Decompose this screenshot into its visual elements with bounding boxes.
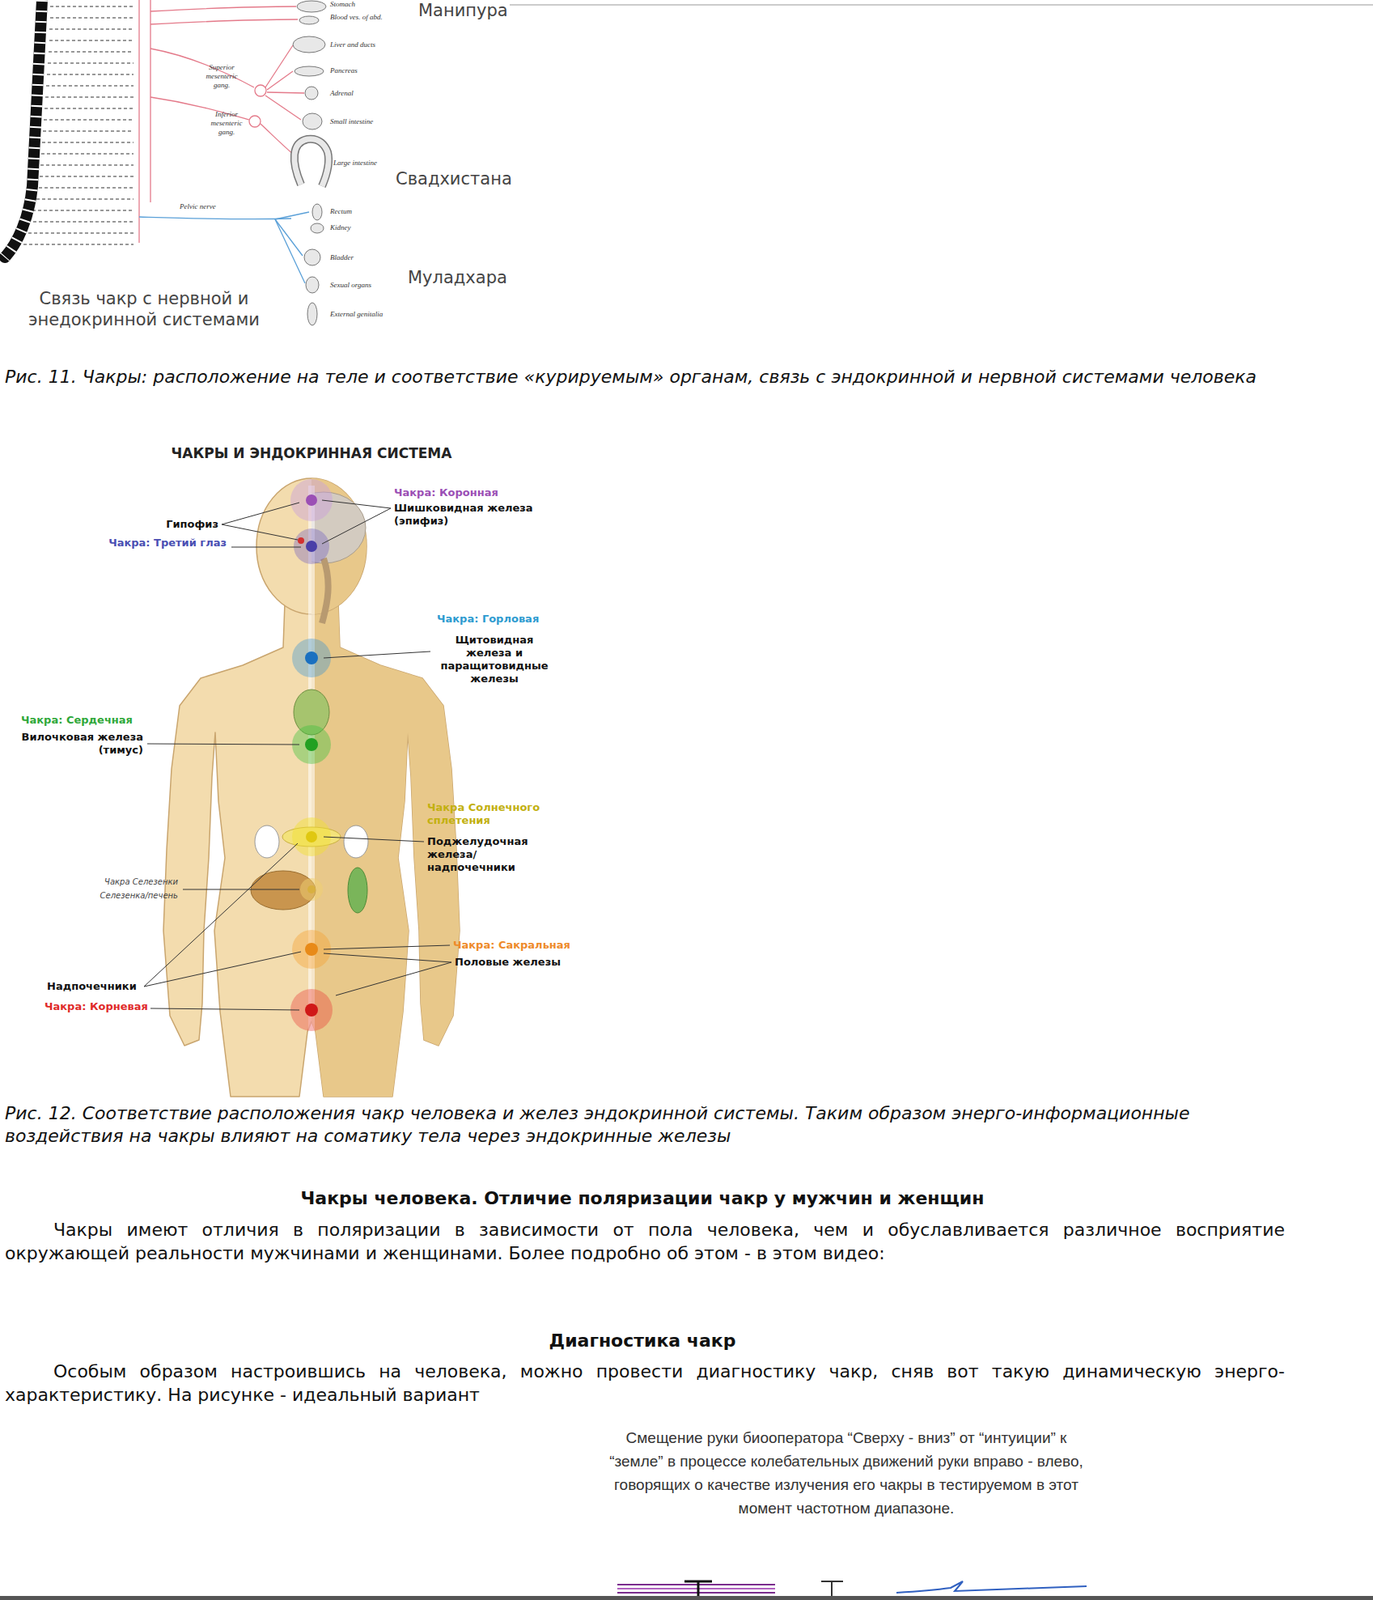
figure-caption: Рис. 11. Чакры: расположение на теле и с… — [4, 365, 1284, 389]
chakra-label: Чакра: Корневая — [44, 1000, 149, 1013]
chakra-name: Муладхара — [407, 266, 508, 289]
ganglion-label: Superior mesenteric gang. — [200, 63, 243, 90]
figure-title: ЧАКРЫ И ЭНДОКРИННАЯ СИСТЕМА — [149, 444, 474, 462]
organ-label: Rectum — [330, 207, 352, 217]
gland-label: Поджелудочная железа/надпочечники — [427, 834, 565, 874]
chakra-label: Чакра: Горловая — [436, 612, 539, 626]
chakra-label: Чакра: Сердечная — [21, 713, 133, 727]
chakra-label: Чакра: Коронная — [394, 486, 499, 500]
organ-label: Small intestine — [330, 117, 373, 127]
gland-label: Шишковидная железа (эпифиз) — [394, 501, 536, 528]
gland-label: Половые железы — [454, 955, 561, 969]
organ-label: Large intestine — [333, 158, 378, 168]
chakra-label: Чакра: Сакральная — [453, 938, 571, 952]
nerve-label: Pelvic nerve — [179, 202, 217, 212]
organ-label: Pancreas — [330, 66, 358, 76]
leader-lines — [144, 500, 452, 1010]
organ-label: Blood ves. of abd. — [330, 12, 383, 22]
organ-label: Bladder — [330, 253, 354, 263]
organ-label: External genitalia — [330, 309, 383, 319]
organ-label: Stomach — [330, 0, 356, 9]
organ-label: Kidney — [330, 223, 352, 233]
section-heading: Диагностика чакр — [0, 1329, 1285, 1352]
chart-note: Смещение руки биооператора “Сверху - вни… — [598, 1425, 1094, 1520]
organ-label: Sexual organs — [330, 280, 372, 290]
gland-label: Гипофиз — [145, 517, 219, 531]
body-paragraph: Чакры имеют отличия в поляризации в зави… — [4, 1217, 1285, 1265]
chakra-label: Чакра Селезенки — [80, 876, 178, 888]
page-bottom-rule — [0, 1595, 1373, 1600]
chakra-name: Свадхистана — [395, 168, 513, 190]
gland-label: Щитовидная железа и паращитовидные желез… — [433, 633, 556, 686]
chakra-label: Чакра Солнечного сплетения — [427, 800, 549, 827]
organ-label: Liver and ducts — [330, 40, 376, 50]
chakra-label: Чакра: Третий глаз — [80, 536, 227, 550]
section-heading: Чакры человека. Отличие поляризации чакр… — [0, 1186, 1285, 1210]
gland-label: Вилочковая железа (тимус) — [9, 730, 144, 757]
nervous-system-figure — [4, 0, 329, 326]
gland-label: Селезенка/печень — [80, 889, 178, 902]
page-rule — [509, 4, 1373, 6]
body-paragraph: Особым образом настроившись на человека,… — [4, 1359, 1285, 1407]
body-figure — [144, 478, 460, 1097]
ganglion-label: Inferior mesenteric gang. — [206, 110, 247, 137]
figure-caption: Рис. 12. Соответствие расположения чакр … — [4, 1101, 1284, 1148]
chakra-glows — [290, 478, 333, 1031]
gland-label: Надпочечники — [46, 979, 137, 993]
organ-label: Adrenal — [330, 88, 354, 98]
figure-title: Связь чакр с нервной и энедокринной сист… — [22, 288, 266, 331]
chakra-name: Манипура — [418, 0, 509, 22]
diagnostic-chart — [617, 1580, 1087, 1596]
